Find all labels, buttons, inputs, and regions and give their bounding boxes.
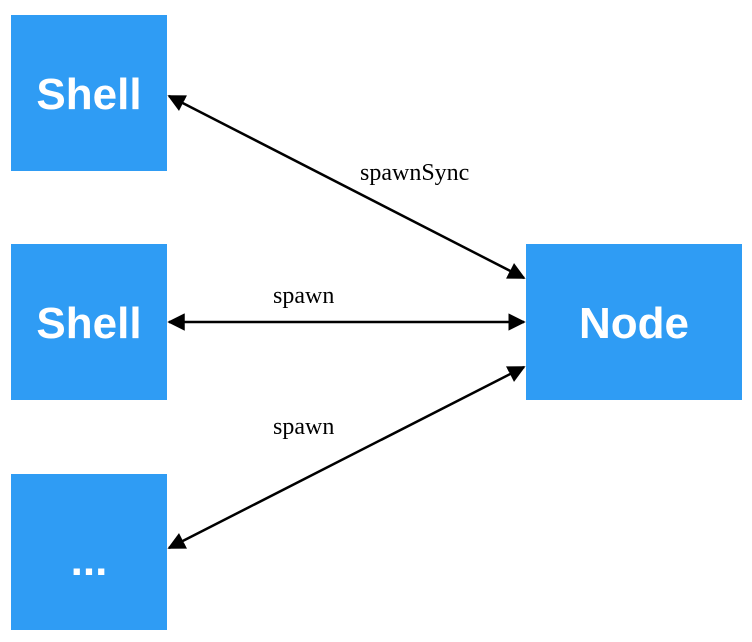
spawn-middle-label: spawn xyxy=(273,283,334,309)
node-node: Node xyxy=(526,244,742,400)
spawnsync-arrow xyxy=(167,94,526,280)
ellipsis-node: ... xyxy=(11,474,167,630)
spawn-bottom-arrow xyxy=(167,365,526,550)
ellipsis-label: ... xyxy=(71,536,108,585)
shell-middle-node: Shell xyxy=(11,244,167,400)
spawn-bottom-label: spawn xyxy=(273,414,334,440)
node-label: Node xyxy=(579,299,689,348)
spawnsync-label: spawnSync xyxy=(360,160,469,186)
shell-top-label: Shell xyxy=(36,70,141,119)
shell-middle-label: Shell xyxy=(36,299,141,348)
shell-top-node: Shell xyxy=(11,15,167,171)
